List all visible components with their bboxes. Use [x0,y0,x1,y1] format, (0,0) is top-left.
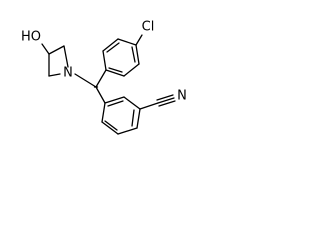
nitrile-nitrogen-label: N [177,89,187,104]
cp-bond-6 [105,69,125,77]
bp-bond-5 [101,121,119,135]
bond-n-c4 [48,73,61,77]
bond-c3-c2 [48,45,65,55]
bp-double-2 [131,109,135,127]
bp-double-3 [104,120,118,131]
cp-bond-4 [135,44,140,65]
chlorine-label: Cl [142,20,155,35]
bp-bond-1 [104,96,125,104]
cp-double-2 [131,46,136,63]
bond-c-cl [135,34,143,46]
central-carbon [74,69,107,104]
nitrile-triple-3 [158,100,176,107]
bond-c-cn [139,102,159,110]
bp-bond-2 [123,96,141,110]
cp-bond-3 [117,38,137,46]
hydroxyl-label: HO [21,30,41,45]
molecule-diagram: HO N Cl N [21,20,187,135]
cp-bond-2 [102,38,119,52]
cp-bond-1 [102,50,107,71]
bp-bond-6 [101,102,106,123]
nitrile-triple-2 [156,94,174,101]
bp-bond-3 [136,108,141,129]
bond-ch-aryl-top [95,69,107,88]
azetidine-ring [41,43,69,77]
chlorophenyl-ring [102,34,143,77]
nitrogen-label: N [63,66,73,81]
bond-c3-o [41,43,50,55]
bp-bond-4 [117,127,138,135]
cyanophenyl-ring [101,94,176,135]
nitrile-triple-1 [157,97,175,104]
bond-ch-aryl-bottom [95,86,106,104]
bond-n-ch [74,73,97,88]
cp-double-3 [108,67,123,73]
cp-bond-5 [123,63,140,77]
bp-double-1 [107,100,124,107]
cp-double-1 [106,42,120,53]
bond-c2-n [63,45,69,68]
